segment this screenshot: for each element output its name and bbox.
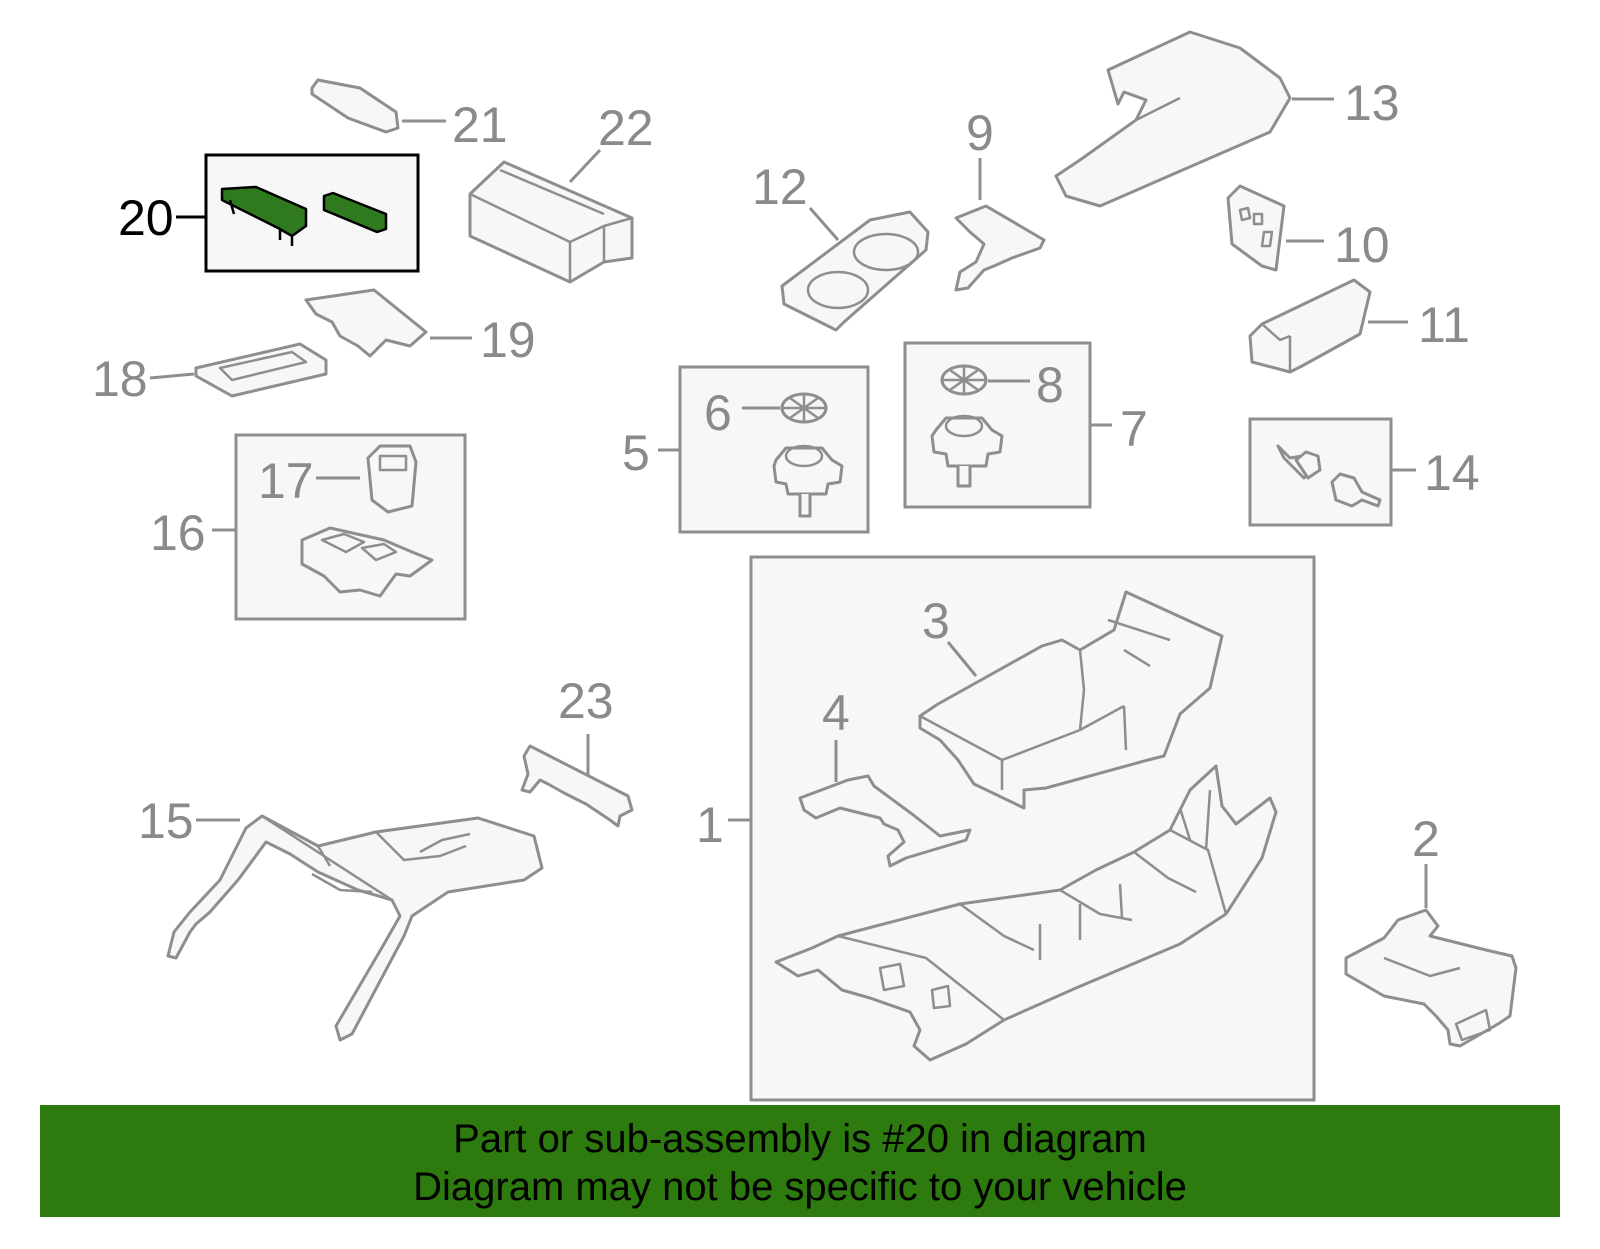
part-2-drawing[interactable] [1344,908,1518,1048]
part-17-drawing[interactable] [366,444,418,514]
part-23-callout[interactable]: 23 [558,673,614,729]
part-9-callout[interactable]: 9 [966,105,994,161]
part-20-callout[interactable]: 20 [118,190,174,246]
part-13-drawing[interactable] [1054,30,1292,208]
part-3-drawing[interactable] [918,590,1224,810]
part-20-drawing[interactable] [220,185,388,246]
part-17-callout[interactable]: 17 [258,453,314,509]
part-15-drawing[interactable] [166,814,544,1042]
part-15-callout[interactable]: 15 [138,793,194,849]
part-6-callout[interactable]: 6 [704,385,732,441]
part-1-callout[interactable]: 1 [696,797,724,853]
part-10-callout[interactable]: 10 [1334,217,1390,273]
part-19-drawing[interactable] [304,288,428,358]
part-22-leader [568,148,602,184]
part-11-drawing[interactable] [1248,278,1372,374]
part-14-box[interactable] [1248,417,1393,527]
part-18-callout[interactable]: 18 [92,351,148,407]
part-7-drawing[interactable] [930,414,1004,488]
part-12-drawing[interactable] [780,210,930,332]
part-13-callout[interactable]: 13 [1344,75,1400,131]
part-3-leader [946,641,978,677]
part-23-drawing[interactable] [520,744,634,828]
banner-line-1: Part or sub-assembly is #20 in diagram [453,1117,1147,1161]
part-5-callout[interactable]: 5 [622,425,650,481]
part-5-drawing[interactable] [772,444,844,518]
part-16-drawing[interactable] [300,526,434,598]
banner-line-2: Diagram may not be specific to your vehi… [413,1165,1187,1209]
part-11-callout[interactable]: 11 [1418,297,1470,353]
part-6-drawing[interactable] [780,392,828,424]
part-21-drawing[interactable] [310,78,400,134]
part-22-drawing[interactable] [468,160,634,284]
part-8-callout[interactable]: 8 [1036,357,1064,413]
part-10-drawing[interactable] [1226,184,1286,272]
part-21-callout[interactable]: 21 [452,97,508,153]
part-12-callout[interactable]: 12 [752,159,808,215]
part-22-callout[interactable]: 22 [598,100,654,156]
part-18-drawing[interactable] [194,342,328,398]
part-7-callout[interactable]: 7 [1120,401,1148,457]
part-3-callout[interactable]: 3 [922,593,950,649]
part-14-callout[interactable]: 14 [1424,445,1480,501]
part-18-leader [149,372,195,380]
part-19-callout[interactable]: 19 [480,312,536,368]
part-12-leader [808,207,840,241]
info-banner: Part or sub-assembly is #20 in diagram D… [40,1105,1560,1217]
part-1-drawing[interactable] [774,764,1278,1062]
part-4-callout[interactable]: 4 [822,685,850,741]
part-2-callout[interactable]: 2 [1412,811,1440,867]
part-4-drawing[interactable] [798,774,972,868]
part-8-drawing[interactable] [940,364,988,396]
part-14-drawing[interactable] [1276,444,1382,508]
part-16-callout[interactable]: 16 [150,505,206,561]
part-5-box[interactable] [678,365,870,534]
part-9-drawing[interactable] [954,204,1046,292]
